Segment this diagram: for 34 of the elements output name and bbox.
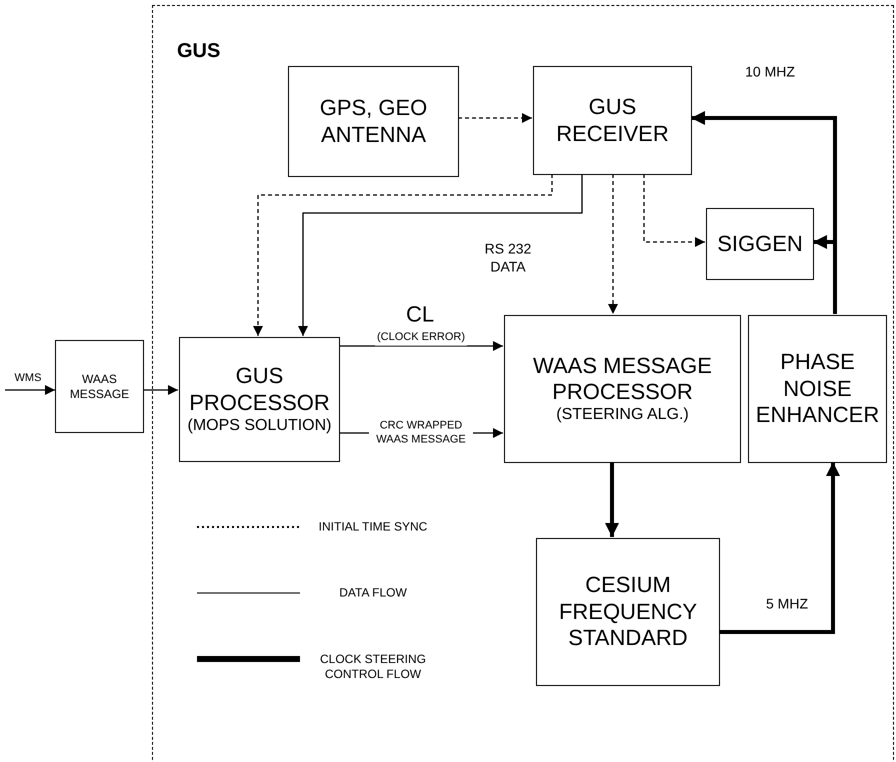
dashed-arrow — [643, 174, 705, 247]
box-label: GUS PROCESSOR — [188, 363, 331, 416]
box-label: GPS, GEO ANTENNA — [318, 95, 428, 148]
box-label: PHASE NOISE ENHANCER — [754, 349, 880, 429]
legend-text: INITIAL TIME SYNC — [318, 520, 428, 534]
process-box — [179, 337, 340, 462]
process-box — [536, 538, 720, 686]
dashed-arrow — [253, 174, 553, 336]
box-label: WAAS MESSAGE PROCESSOR — [532, 352, 713, 406]
arrow — [144, 385, 178, 395]
process-box — [55, 340, 144, 433]
arrow — [5, 385, 55, 395]
arrow — [298, 174, 583, 336]
box-label: SIGGEN — [717, 230, 803, 258]
process-box — [504, 315, 741, 463]
dashed-arrow — [458, 113, 532, 123]
thick-arrow — [719, 462, 840, 634]
arrow — [339, 341, 503, 351]
process-box — [533, 66, 692, 175]
legend-text: CLOCK STEERING CONTROL FLOW — [318, 652, 428, 682]
thick-arrow — [605, 462, 619, 537]
box-label: GUS RECEIVER — [555, 94, 670, 147]
box-label: WAAS MESSAGE — [68, 372, 130, 402]
process-box — [748, 315, 887, 463]
box-sublabel: (STEERING ALG.) — [556, 405, 689, 426]
process-box — [288, 66, 459, 177]
legend-text: DATA FLOW — [338, 586, 408, 600]
region-title: GUS — [177, 39, 220, 64]
box-sublabel: (MOPS SOLUTION) — [187, 416, 332, 436]
signal-name: CL — [406, 300, 434, 328]
signal-label: RS 232 DATA — [484, 240, 532, 276]
process-box — [706, 208, 814, 280]
box-label: CESIUM FREQUENCY STANDARD — [558, 572, 698, 652]
dashed-arrow — [608, 174, 618, 314]
